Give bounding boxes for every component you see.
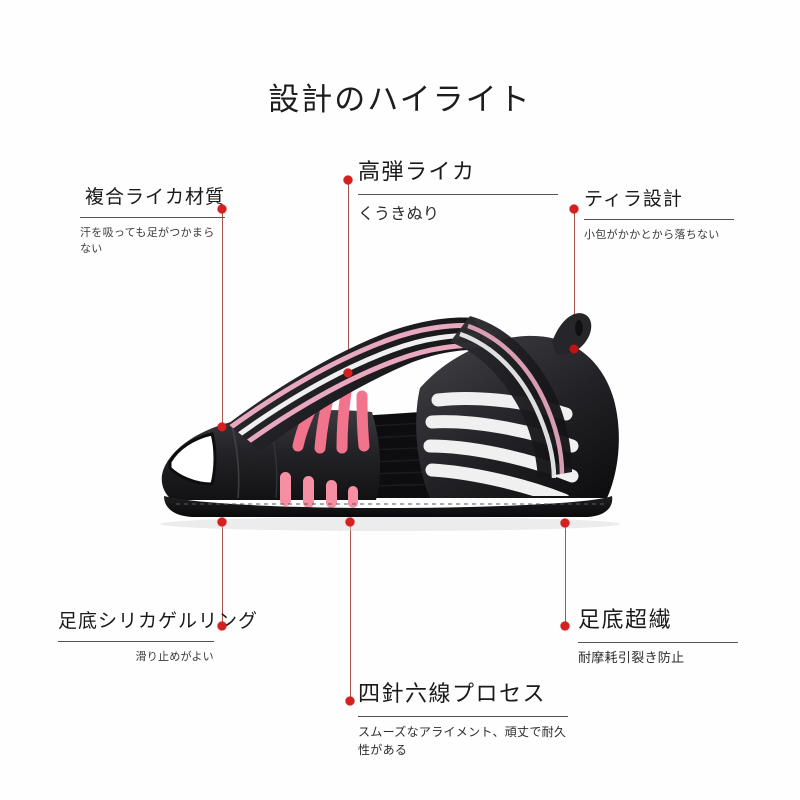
callout-subtitle: くうきぬり (358, 204, 440, 224)
shoe-shadow (160, 517, 620, 531)
open-toe-cutout (170, 434, 215, 484)
callout-ultra-fiber-sole: 足底超繊 耐摩耗引裂き防止 (578, 608, 738, 669)
callout-silica-gel-ring: 足底シリカゲルリング 滑り止めがよい (58, 610, 259, 665)
cross-strap-rear-stripes (459, 323, 565, 479)
callout-divider (578, 642, 738, 644)
callout-title: 足底シリカゲルリング (58, 610, 259, 632)
leader-line-tila-design (574, 209, 575, 349)
callout-subtitle: 小包がかかとから落ちない (584, 227, 720, 241)
product-image-yoga-shoe (120, 296, 640, 536)
cross-strap-stripes (228, 323, 485, 450)
leader-line-silica-ring (222, 522, 223, 626)
marker-dot-high-elastic-label (343, 175, 353, 185)
callout-subtitle: 滑り止めがよい (135, 649, 214, 663)
marker-dot-ultra-fiber-label (560, 621, 570, 631)
marker-dot-six-line-label (345, 696, 355, 706)
callout-divider (584, 218, 734, 220)
callout-tila-design: ティラ設計 小包がかかとから落ちない (584, 188, 734, 243)
callout-title: 足底超繊 (578, 608, 673, 633)
marker-dot-composite-lycra-label (217, 204, 227, 214)
leader-line-six-line (350, 522, 351, 701)
callout-title: 四針六線プロセス (358, 682, 547, 707)
callout-title: 高弾ライカ (358, 160, 476, 185)
marker-dot-high-elastic-anchor (343, 368, 353, 378)
callout-title: ティラ設計 (584, 188, 683, 210)
marker-dot-tila-design-anchor (569, 344, 579, 354)
leader-line-high-elastic (348, 180, 349, 373)
marker-dot-tila-design-label (569, 204, 579, 214)
callout-title: 複合ライカ材質 (84, 186, 225, 208)
callout-divider (80, 216, 225, 218)
cross-strap-rear (450, 316, 572, 478)
callout-divider (58, 640, 214, 642)
marker-dot-silica-ring-label (217, 621, 227, 631)
marker-dot-ultra-fiber-anchor (560, 518, 570, 528)
leader-line-ultra-fiber (565, 523, 566, 626)
marker-dot-composite-lycra-anchor (217, 422, 227, 432)
page-title: 設計のハイライト (268, 82, 532, 118)
callout-divider (358, 194, 558, 196)
callout-subtitle: 汗を吸っても足がつかまらない (80, 225, 215, 255)
open-toe-edge (168, 432, 217, 486)
callout-four-needle-six-line: 四針六線プロセス スムーズなアライメント、頑丈で耐久性がある (358, 682, 568, 759)
shoe-outsole (164, 496, 613, 517)
callout-subtitle: 耐摩耗引裂き防止 (578, 651, 685, 667)
marker-dot-silica-ring-anchor (217, 517, 227, 527)
callout-divider (358, 716, 568, 718)
marker-dot-six-line-anchor (345, 517, 355, 527)
callout-composite-lycra: 複合ライカ材質 汗を吸っても足がつかまらない (80, 186, 225, 257)
heel-pull-tab (552, 313, 592, 355)
callout-high-elastic: 高弾ライカ くうきぬり (358, 160, 558, 226)
callout-subtitle: スムーズなアライメント、頑丈で耐久性がある (358, 725, 567, 757)
toe-grip-bars-lower (280, 472, 358, 508)
leader-line-composite-lycra (222, 209, 223, 427)
